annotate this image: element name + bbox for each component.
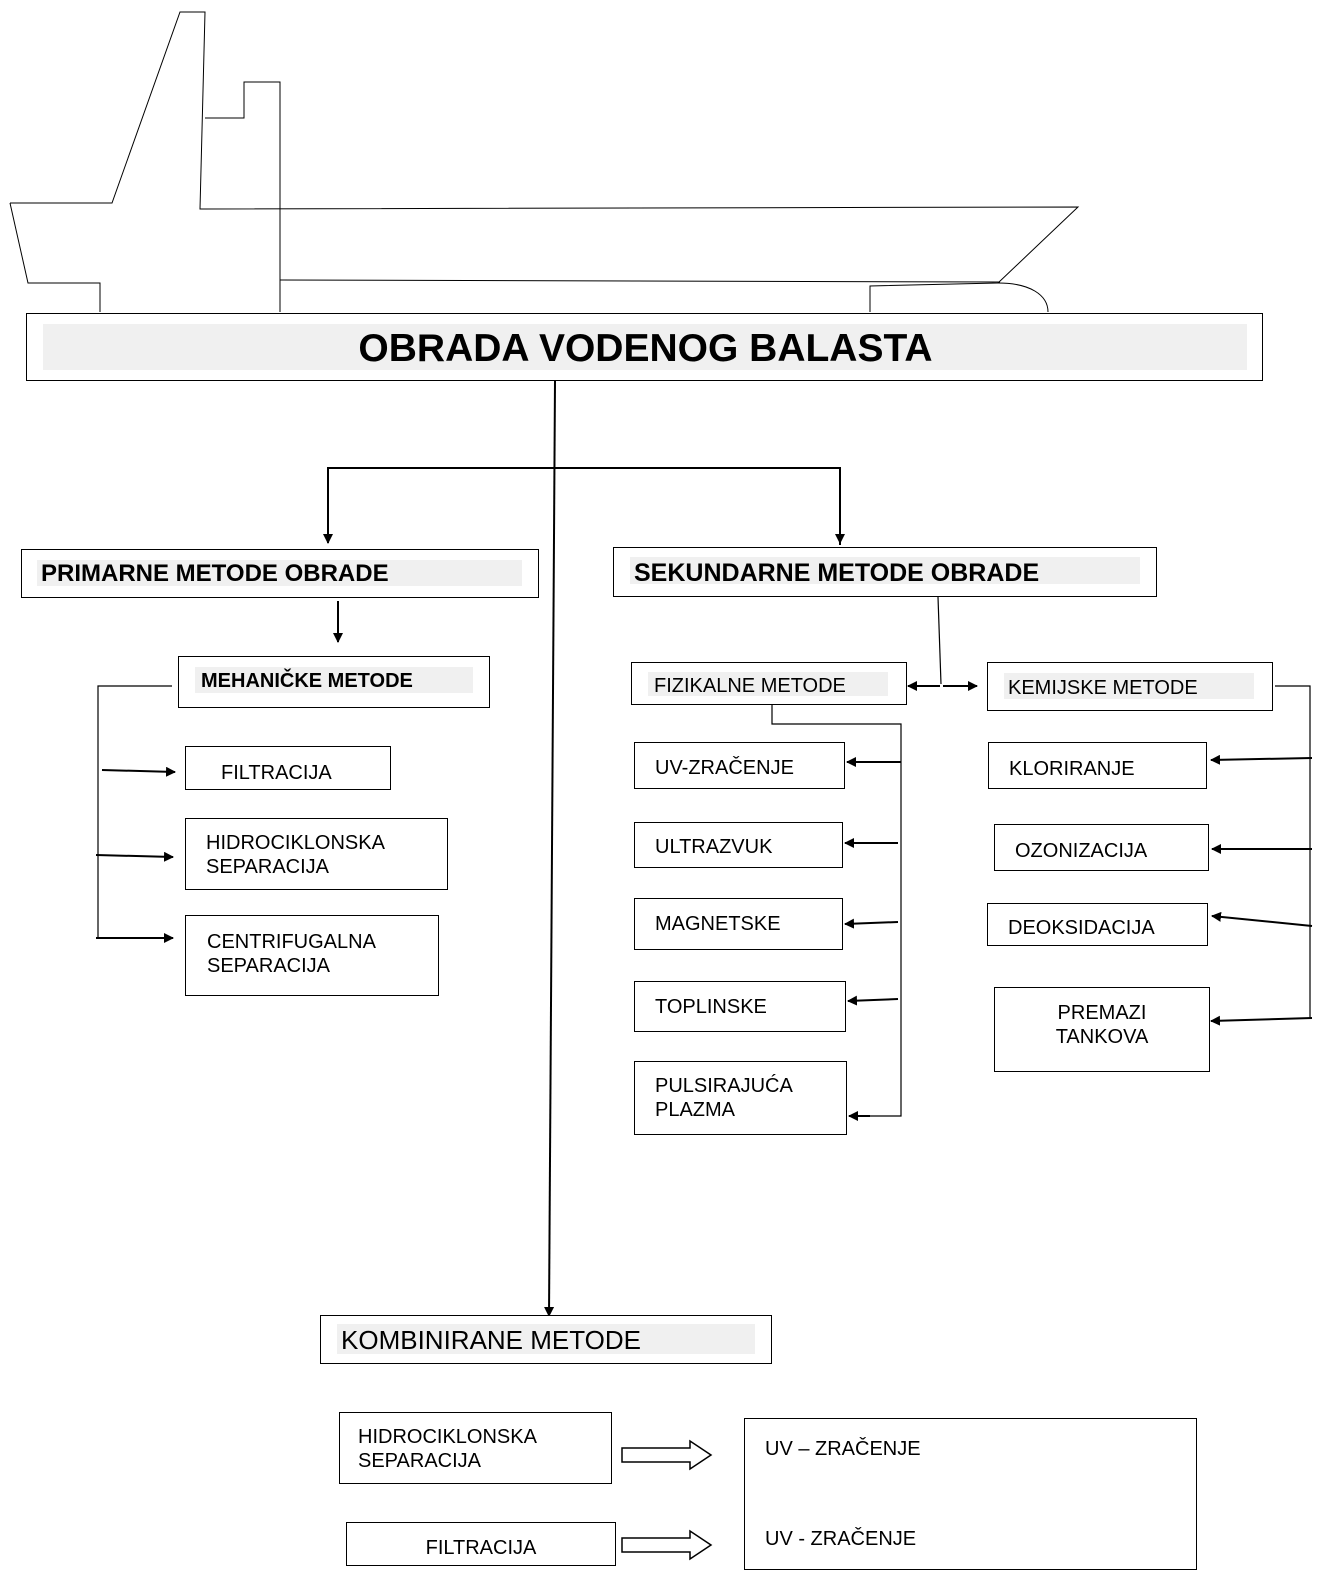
title-box: OBRADA VODENOG BALASTA [26, 313, 1263, 381]
secondary-methods-box: SEKUNDARNE METODE OBRADE [613, 547, 1157, 597]
physical-item-toplinske: TOPLINSKE [634, 981, 846, 1032]
mechanical-item-centrifugalna: CENTRIFUGALNA SEPARACIJA [185, 915, 439, 996]
mechanical-item-filtracija: FILTRACIJA [185, 746, 391, 790]
physical-methods-label: FIZIKALNE METODE [654, 675, 846, 697]
title-label: OBRADA VODENOG BALASTA [358, 327, 933, 370]
ship-outline-icon [9, 11, 1080, 313]
mechanical-item-hidrociklonska: HIDROCIKLONSKA SEPARACIJA [185, 818, 448, 890]
combined-result-2: UV - ZRAČENJE [765, 1528, 917, 1550]
physical-item-ultrazvuk: ULTRAZVUK [634, 822, 843, 868]
mechanical-methods-box: MEHANIČKE METODE [178, 656, 490, 708]
chemical-methods-label: KEMIJSKE METODE [1008, 677, 1198, 699]
combined-result-box: UV – ZRAČENJE UV - ZRAČENJE [744, 1418, 1197, 1570]
chemical-item-kloriranje: KLORIRANJE [988, 742, 1207, 789]
chemical-item-premazi: PREMAZI TANKOVA [994, 987, 1210, 1072]
physical-item-uv: UV-ZRAČENJE [634, 742, 845, 789]
combined-result-1: UV – ZRAČENJE [765, 1438, 921, 1460]
combined-from-hidrociklonska: HIDROCIKLONSKA SEPARACIJA [339, 1412, 612, 1484]
mechanical-methods-label: MEHANIČKE METODE [201, 670, 413, 692]
physical-item-plazma: PULSIRAJUĆA PLAZMA [634, 1061, 847, 1135]
physical-item-magnetske: MAGNETSKE [634, 898, 843, 950]
chemical-methods-box: KEMIJSKE METODE [987, 662, 1273, 711]
combined-methods-box: KOMBINIRANE METODE [320, 1315, 772, 1364]
chemical-item-ozonizacija: OZONIZACIJA [994, 824, 1209, 871]
combined-from-filtracija: FILTRACIJA [346, 1522, 616, 1566]
secondary-methods-label: SEKUNDARNE METODE OBRADE [634, 559, 1040, 587]
combined-methods-label: KOMBINIRANE METODE [341, 1325, 642, 1355]
primary-methods-box: PRIMARNE METODE OBRADE [21, 549, 539, 598]
chemical-item-deoksidacija: DEOKSIDACIJA [987, 903, 1208, 946]
primary-methods-label: PRIMARNE METODE OBRADE [41, 560, 389, 587]
physical-methods-box: FIZIKALNE METODE [631, 662, 907, 705]
